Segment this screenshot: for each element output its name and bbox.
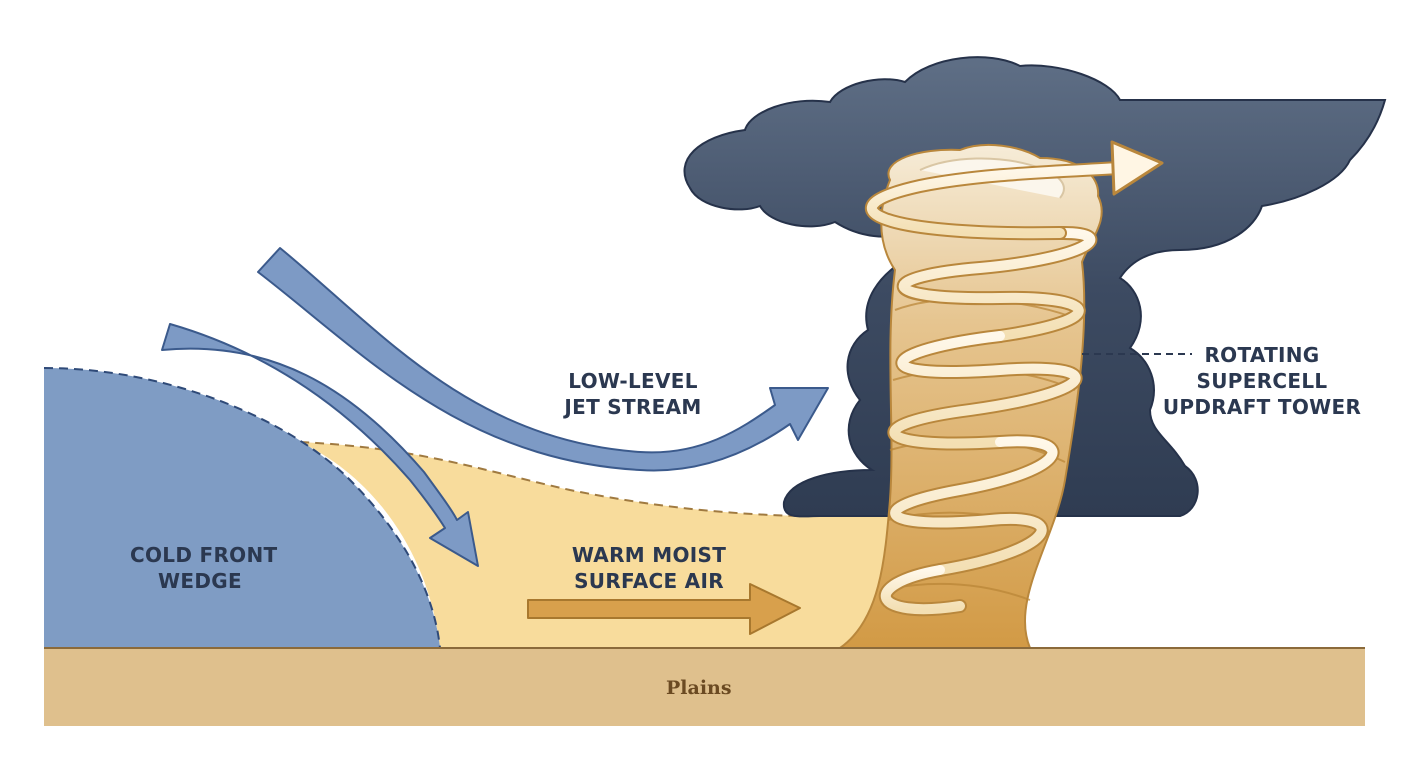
rotating-updraft-spiral <box>836 140 1164 649</box>
warm-air-label-line-2: SURFACE AIR <box>574 569 724 593</box>
updraft-label: ROTATING SUPERCELL UPDRAFT TOWER <box>1152 342 1372 420</box>
ground-strip <box>44 648 1365 726</box>
cold-front-label: COLD FRONT WEDGE <box>130 542 278 594</box>
warm-air-label: WARM MOIST SURFACE AIR <box>556 542 742 594</box>
cold-front-label-line-2: WEDGE <box>158 569 242 593</box>
warm-air-label-line-1: WARM MOIST <box>571 543 727 567</box>
jet-stream-label-line-1: LOW-LEVEL <box>568 369 698 393</box>
jet-stream-arrow <box>161 247 829 567</box>
updraft-label-line-2: SUPERCELL <box>1196 369 1328 393</box>
updraft-arrowhead <box>1110 140 1164 196</box>
updraft-label-line-3: UPDRAFT TOWER <box>1162 395 1362 419</box>
warm-air-arrow <box>527 583 801 635</box>
jet-stream-label-line-2: JET STREAM <box>564 395 702 419</box>
jet-stream-label: LOW-LEVEL JET STREAM <box>552 368 714 420</box>
cold-front-label-line-1: COLD FRONT <box>130 543 278 567</box>
ground-label: Plains <box>666 677 732 699</box>
cold-front-wedge <box>44 368 440 648</box>
cold-front-boundary <box>43 367 441 649</box>
updraft-label-line-1: ROTATING <box>1204 343 1320 367</box>
